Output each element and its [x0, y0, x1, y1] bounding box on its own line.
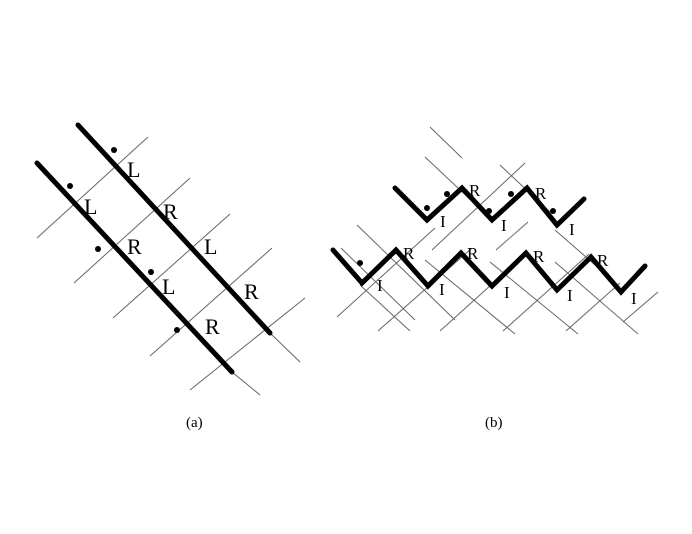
grid-line: [340, 247, 416, 321]
label-r: R: [535, 184, 547, 203]
panel-a-grid: [36, 136, 306, 396]
dot: [174, 327, 180, 333]
label-i: I: [439, 280, 445, 299]
label-r: R: [597, 251, 609, 270]
grid-line: [36, 136, 149, 239]
caption-b: (b): [485, 415, 503, 431]
label-r: R: [205, 314, 220, 339]
label-r: R: [467, 244, 479, 263]
label-l: L: [84, 194, 97, 219]
label-r: R: [469, 181, 481, 200]
label-l: L: [127, 157, 140, 182]
label-l: L: [204, 234, 217, 259]
grid-line: [231, 371, 261, 396]
grid-line: [112, 213, 231, 319]
panel-a: L L R R L L R R (a): [34, 122, 306, 431]
label-i: I: [631, 289, 637, 308]
label-r: R: [127, 234, 142, 259]
label-i: I: [501, 216, 507, 235]
grid-line: [189, 297, 306, 391]
dot: [444, 191, 450, 197]
grid-line: [495, 221, 529, 251]
dot: [357, 260, 363, 266]
label-i: I: [377, 276, 383, 295]
label-i: I: [567, 286, 573, 305]
grid-line: [356, 224, 456, 321]
label-l: L: [162, 274, 175, 299]
dot: [148, 269, 154, 275]
grid-line: [377, 247, 473, 332]
dot: [95, 246, 101, 252]
grid-line: [359, 284, 411, 332]
label-i: I: [440, 212, 446, 231]
grid-line: [269, 332, 301, 363]
label-i: I: [504, 283, 510, 302]
dot: [424, 205, 430, 211]
dot: [508, 191, 514, 197]
grid-line: [502, 253, 590, 332]
panel-b-grid: [336, 126, 659, 335]
dot: [486, 208, 492, 214]
grid-line: [336, 227, 436, 318]
label-r: R: [403, 244, 415, 263]
grid-line: [429, 126, 463, 159]
dot: [550, 208, 556, 214]
thick-line-lower: [34, 160, 235, 375]
zigzag-path-upper: [392, 184, 587, 229]
grid-line: [149, 247, 273, 357]
thick-line-upper: [75, 122, 273, 336]
caption-a: (a): [186, 415, 203, 431]
label-r: R: [163, 199, 178, 224]
grid-line: [554, 261, 639, 335]
label-i: I: [569, 220, 575, 239]
label-r: R: [533, 247, 545, 266]
label-r: R: [244, 279, 259, 304]
grid-line: [73, 177, 191, 284]
panel-b: R R I I I R R R R I I I I I (b): [330, 126, 659, 431]
dot: [67, 183, 73, 189]
zigzag-path-lower: [330, 246, 648, 296]
dot: [111, 147, 117, 153]
grid-line: [565, 282, 621, 332]
grid-line: [622, 291, 659, 323]
